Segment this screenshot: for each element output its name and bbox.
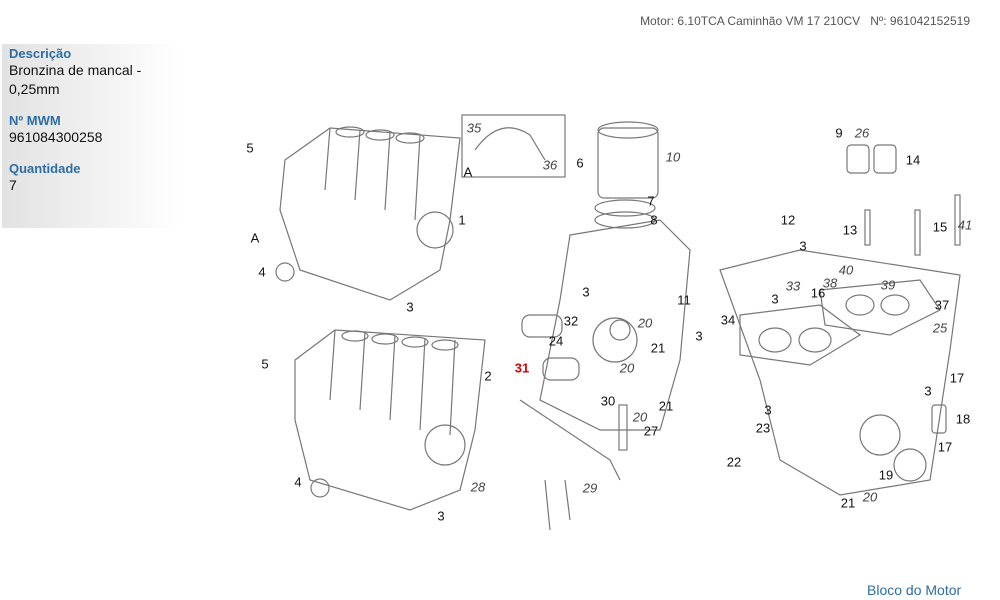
callout-label[interactable]: 18 <box>955 411 971 427</box>
callout-label[interactable]: 15 <box>932 219 948 235</box>
callout-label[interactable]: 2 <box>484 368 492 384</box>
callout-selected-part[interactable]: 31 <box>514 360 530 376</box>
callout-label[interactable]: 14 <box>905 152 921 168</box>
callout-label[interactable]: 4 <box>258 264 266 280</box>
mwm-value: 961084300258 <box>9 129 103 145</box>
callout-label[interactable]: 32 <box>563 313 579 329</box>
bloco-do-motor-link[interactable]: Bloco do Motor <box>867 582 962 598</box>
callout-label[interactable]: 34 <box>720 312 736 328</box>
callout-label[interactable]: 21 <box>658 398 674 414</box>
callout-label[interactable]: A <box>463 164 473 180</box>
callout-label[interactable]: 1 <box>458 212 466 228</box>
description-label: Descrição <box>9 46 72 61</box>
callout-label[interactable]: 24 <box>548 333 564 349</box>
callout-label[interactable]: 17 <box>949 370 965 386</box>
callout-label[interactable]: 20 <box>637 315 653 331</box>
callout-label[interactable]: 23 <box>755 420 771 436</box>
mwm-label: Nº MWM <box>9 113 61 128</box>
callout-label[interactable]: 38 <box>822 275 838 291</box>
callout-label[interactable]: 11 <box>677 292 691 308</box>
callout-label[interactable]: 21 <box>650 340 666 356</box>
callout-label[interactable]: 25 <box>932 320 948 336</box>
callout-label[interactable]: 3 <box>764 402 772 418</box>
callout-label[interactable]: 3 <box>771 291 779 307</box>
callout-label[interactable]: 12 <box>780 212 796 228</box>
callout-label[interactable]: 37 <box>934 297 950 313</box>
callout-label[interactable]: 29 <box>582 480 598 496</box>
engine-block-drawing <box>275 114 961 531</box>
callout-label[interactable]: 30 <box>600 393 616 409</box>
callout-label[interactable]: 3 <box>406 299 414 315</box>
callout-label[interactable]: A <box>250 230 260 246</box>
callout-label[interactable]: 3 <box>582 284 590 300</box>
callout-label[interactable]: 3 <box>799 238 807 254</box>
callout-label[interactable]: 6 <box>576 155 584 171</box>
callout-label[interactable]: 20 <box>632 409 648 425</box>
callout-label[interactable]: 19 <box>878 467 894 483</box>
callout-label[interactable]: 5 <box>246 140 254 156</box>
callout-label[interactable]: 21 <box>840 495 856 511</box>
callout-label[interactable]: 8 <box>650 212 658 228</box>
callout-label[interactable]: 10 <box>665 149 681 165</box>
callout-label[interactable]: 9 <box>835 125 843 141</box>
callout-label[interactable]: 28 <box>470 479 486 495</box>
quantity-value: 7 <box>9 177 17 193</box>
callout-label[interactable]: 20 <box>619 360 635 376</box>
quantity-label: Quantidade <box>9 161 81 176</box>
callout-label[interactable]: 22 <box>726 454 742 470</box>
callout-label[interactable]: 27 <box>643 423 659 439</box>
motor-header: Motor: 6.10TCA Caminhão VM 17 210CV Nº: … <box>640 14 970 28</box>
callout-label[interactable]: 3 <box>924 383 932 399</box>
callout-label[interactable]: 26 <box>854 125 870 141</box>
callout-label[interactable]: 35 <box>466 120 482 136</box>
callout-label[interactable]: 39 <box>880 277 896 293</box>
callout-label[interactable]: 7 <box>647 193 655 209</box>
motor-number: Nº: 961042152519 <box>870 14 970 28</box>
callout-label[interactable]: 20 <box>862 489 878 505</box>
callout-label[interactable]: 13 <box>842 222 858 238</box>
callout-label[interactable]: 5 <box>261 356 269 372</box>
callout-label[interactable]: 4 <box>294 474 302 490</box>
callout-label[interactable]: 3 <box>437 508 445 524</box>
callout-label[interactable]: 3 <box>695 328 703 344</box>
callout-label[interactable]: 17 <box>937 439 953 455</box>
description-value: Bronzina de mancal - 0,25mm <box>9 62 142 97</box>
callout-label[interactable]: 33 <box>785 278 801 294</box>
motor-name: Motor: 6.10TCA Caminhão VM 17 210CV <box>640 14 861 28</box>
callout-label[interactable]: 36 <box>542 157 558 173</box>
callout-label[interactable]: 16 <box>810 285 826 301</box>
callout-label[interactable]: 40 <box>838 262 854 278</box>
callout-label[interactable]: 41 <box>957 217 973 233</box>
